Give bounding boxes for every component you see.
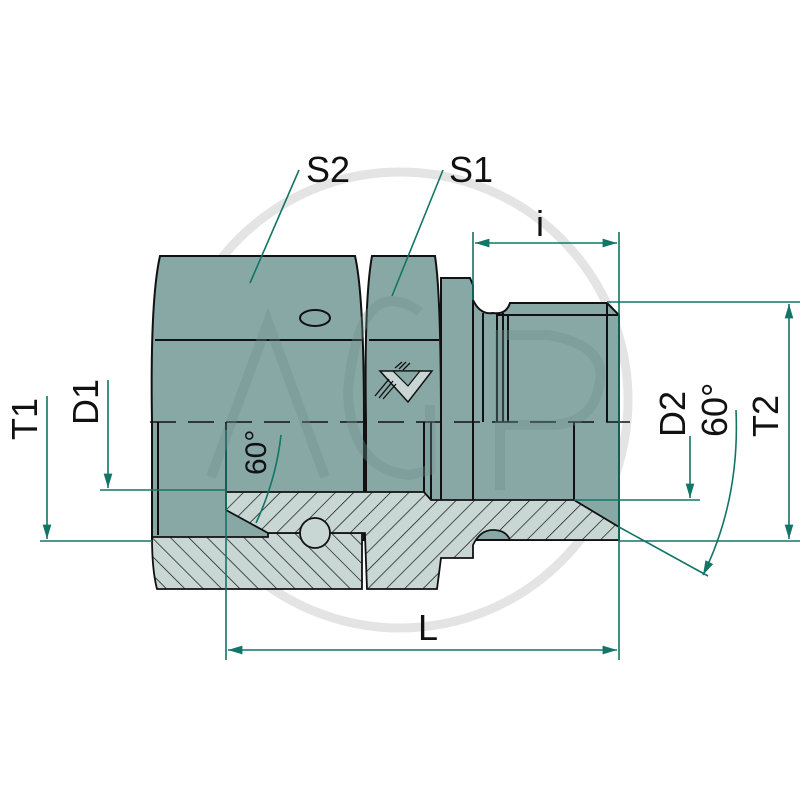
label-t2: T2 xyxy=(745,395,786,437)
label-i: i xyxy=(536,203,544,244)
label-s2: S2 xyxy=(306,149,350,190)
agp-watermark-letters xyxy=(206,296,606,490)
label-d2: D2 xyxy=(652,391,693,437)
manufacturer-logo-icon xyxy=(374,361,434,404)
dimension-lines xyxy=(40,169,800,660)
nut-hole-icon xyxy=(299,309,331,327)
sealing-ball-icon xyxy=(299,517,331,549)
section-view xyxy=(151,491,620,590)
label-l: L xyxy=(418,607,438,648)
label-s1: S1 xyxy=(449,149,493,190)
swivel-nut-hex xyxy=(150,255,365,541)
label-angle-left: 60° xyxy=(240,430,273,475)
fitting-body xyxy=(150,255,620,541)
label-t1: T1 xyxy=(4,398,45,440)
label-d1: D1 xyxy=(65,379,106,425)
label-angle-right: 60° xyxy=(694,383,735,437)
